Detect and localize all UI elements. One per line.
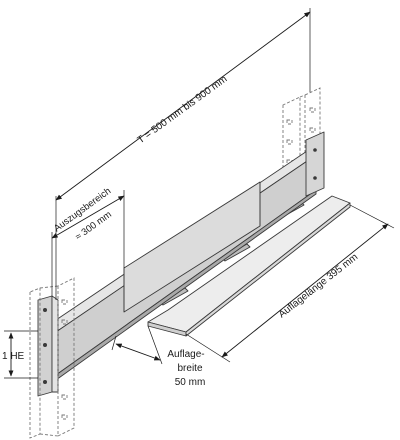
- depth-label: T = 500 mm bis 900 mm: [136, 74, 230, 146]
- support-length-label: Auflagelänge 395 mm: [277, 252, 360, 321]
- height-unit-label: 1 HE: [2, 351, 25, 362]
- front-bracket: [37, 295, 59, 397]
- height-dimension: [4, 330, 38, 379]
- support-length-dimension: [185, 204, 395, 363]
- support-width-label-line2: breite: [177, 363, 202, 374]
- screw-hole: [313, 148, 317, 152]
- extension-dimension: [51, 190, 125, 296]
- support-width-label-line3: 50 mm: [175, 377, 206, 388]
- support-width-dimension: [111, 325, 163, 365]
- screw-hole: [43, 380, 47, 384]
- screw-hole: [313, 176, 317, 180]
- support-width-label-line1: Auflage-: [167, 349, 204, 360]
- screw-hole: [43, 343, 47, 347]
- front-rack-post: [29, 277, 75, 439]
- screw-hole: [43, 308, 47, 312]
